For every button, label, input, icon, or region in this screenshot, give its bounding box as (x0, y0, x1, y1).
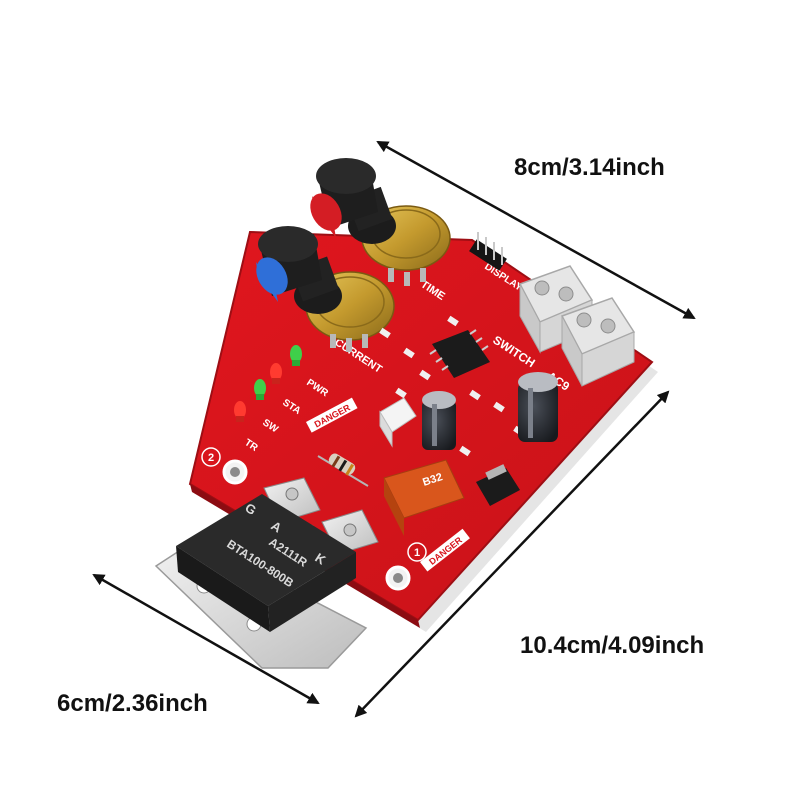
white-connector (379, 397, 417, 448)
capacitor-small (422, 391, 456, 450)
dimension-label-top: 8cm/3.14inch (514, 154, 665, 181)
mounting-hole-1 (385, 565, 411, 591)
knob-blue (256, 226, 342, 314)
resistor (317, 453, 369, 487)
led-sta-red (270, 363, 282, 384)
dimension-label-bottom-left: 6cm/2.36inch (57, 690, 208, 717)
capacitor-large (518, 372, 558, 442)
led-pwr-green (290, 345, 302, 366)
dimension-label-right: 10.4cm/4.09inch (520, 632, 705, 659)
display-header-pins (469, 232, 507, 271)
dimension-arrow-right (354, 390, 670, 718)
terminal-block-2 (560, 297, 636, 387)
mounting-hole-2 (222, 459, 248, 485)
film-capacitor: B32 (383, 459, 465, 536)
hole-number-1: 1 (407, 542, 427, 562)
svg-text:2: 2 (208, 452, 214, 464)
knob-red (310, 158, 396, 244)
svg-text:1: 1 (414, 547, 420, 559)
dimension-arrow-bottom-left (92, 573, 320, 705)
led-green-2 (254, 379, 266, 400)
voltage-regulator (476, 464, 520, 506)
dimension-arrow-top (376, 140, 696, 320)
hole-number-2: 2 (201, 447, 221, 467)
triac-body (176, 494, 356, 632)
film-capacitor-label: B32 (421, 471, 444, 489)
led-sw-red (234, 401, 246, 422)
ic-chip (429, 329, 490, 378)
